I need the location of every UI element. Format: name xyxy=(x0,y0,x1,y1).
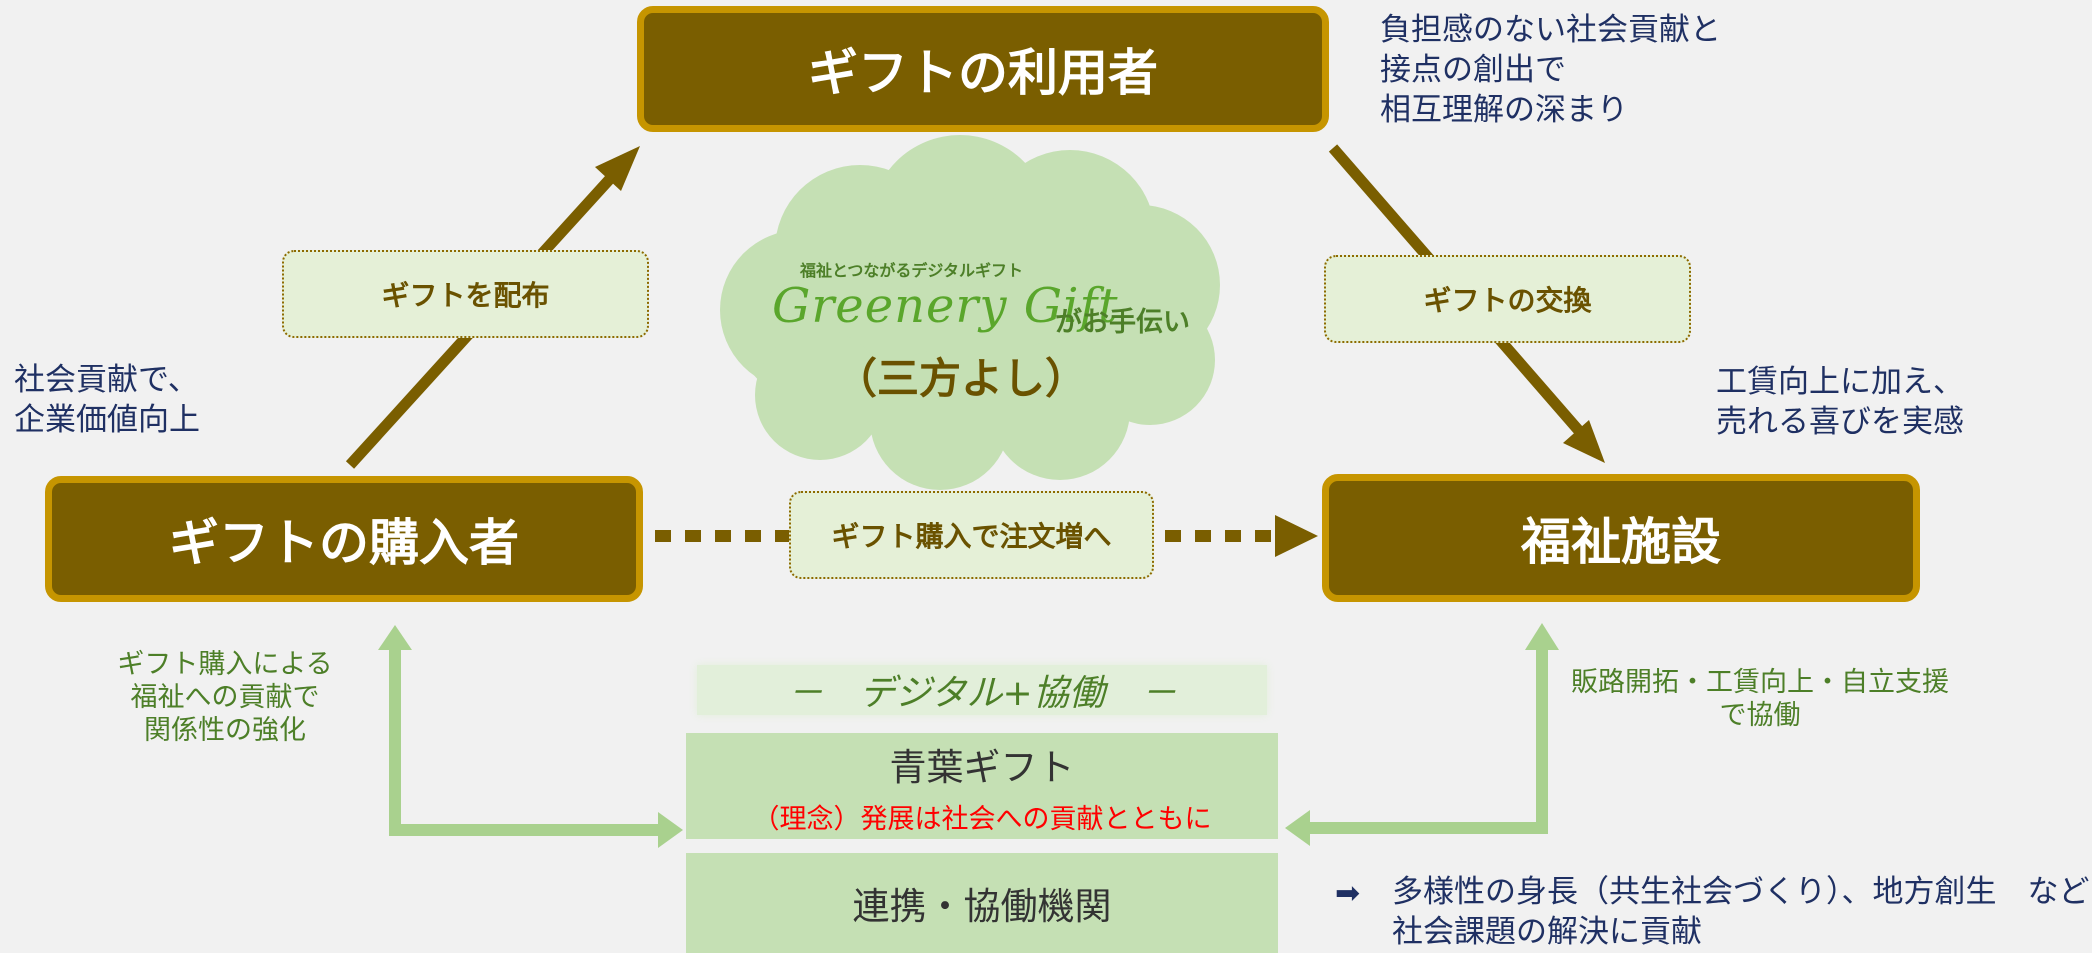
green-arrow-left xyxy=(389,650,665,836)
result-statement: 多様性の身長（共生社会づくり）、地方創生 など 社会課題の解決に貢献 xyxy=(1392,872,2090,952)
partners-block: 連携・協働機関 xyxy=(686,853,1278,953)
node-welfare-facility-label: 福祉施設 xyxy=(1521,513,1721,571)
green-arrowhead-left-right xyxy=(658,812,683,848)
node-welfare-facility: 福祉施設 xyxy=(1322,474,1920,602)
note-right-support-line: で協働 xyxy=(1719,700,1801,731)
cloud-helper: がお手伝い xyxy=(1055,307,1190,338)
cloud-sanpo: （三方よし） xyxy=(835,354,1088,403)
flow-distribute: ギフトを配布 xyxy=(282,250,649,338)
node-gift-purchaser-label: ギフトの購入者 xyxy=(169,514,519,572)
note-right-support-line: 販路開拓・工賃向上・自立支援 xyxy=(1571,667,1949,698)
arrowhead-purchaser-to-user xyxy=(595,146,640,191)
greenery-gift-logo: Greenery Gift xyxy=(772,278,1119,334)
note-left-support: ギフト購入による 福祉への貢献で 関係性の強化 xyxy=(100,648,350,747)
green-arrowhead-right-up xyxy=(1525,623,1559,650)
note-user-benefit-line: 接点の創出で xyxy=(1380,52,1566,88)
note-purchaser-benefit-line: 企業価値向上 xyxy=(14,402,200,438)
cloud-shape xyxy=(720,135,1220,490)
note-user-benefit-line: 負担感のない社会貢献と xyxy=(1380,12,1721,48)
flow-exchange-label: ギフトの交換 xyxy=(1423,284,1592,317)
note-left-support-line: 福祉への貢献で xyxy=(130,682,320,713)
flow-exchange: ギフトの交換 xyxy=(1324,255,1691,343)
aoba-gift-philosophy: （理念）発展は社会への貢献とともに xyxy=(752,803,1212,835)
note-right-support: 販路開拓・工賃向上・自立支援 で協働 xyxy=(1560,666,1960,732)
node-gift-purchaser: ギフトの購入者 xyxy=(45,476,643,602)
note-left-support-line: 関係性の強化 xyxy=(144,715,306,746)
note-user-benefit: 負担感のない社会貢献と 接点の創出で 相互理解の深まり xyxy=(1380,10,1721,130)
note-facility-benefit-line: 売れる喜びを実感 xyxy=(1716,404,1964,440)
note-facility-benefit-line: 工賃向上に加え、 xyxy=(1716,364,1964,400)
flow-order: ギフト購入で注文増へ xyxy=(789,491,1154,579)
arrowhead-user-to-facility xyxy=(1563,420,1605,463)
aoba-gift-name: 青葉ギフト xyxy=(889,745,1075,789)
flow-distribute-label: ギフトを配布 xyxy=(381,279,550,312)
digital-collab-banner: － デジタル+協働 － xyxy=(697,665,1267,715)
partners-label: 連携・協働機関 xyxy=(852,885,1112,928)
flow-order-label: ギフト購入で注文増へ xyxy=(831,520,1112,553)
green-arrowhead-left-up xyxy=(378,625,412,650)
result-arrow-icon: ➡ xyxy=(1335,876,1361,911)
node-gift-user-label: ギフトの利用者 xyxy=(808,44,1158,102)
note-facility-benefit: 工賃向上に加え、 売れる喜びを実感 xyxy=(1716,362,1964,442)
result-line: 社会課題の解決に貢献 xyxy=(1392,914,1702,950)
note-left-support-line: ギフト購入による xyxy=(117,649,333,680)
result-line: 多様性の身長（共生社会づくり）、地方創生 など xyxy=(1392,874,2090,910)
cloud-tagline: 福祉とつながるデジタルギフト xyxy=(800,261,1024,280)
aoba-gift-block: 青葉ギフト （理念）発展は社会への貢献とともに xyxy=(686,733,1278,839)
greenery-gift-logo-text: Greenery Gift xyxy=(772,278,1119,334)
digital-collab-banner-text: － デジタル+協働 － xyxy=(787,673,1177,714)
arrowhead-purchaser-to-facility xyxy=(1275,515,1318,557)
note-purchaser-benefit: 社会貢献で、 企業価値向上 xyxy=(14,360,200,440)
note-purchaser-benefit-line: 社会貢献で、 xyxy=(14,362,199,398)
green-arrowhead-right-left xyxy=(1285,810,1310,846)
node-gift-user: ギフトの利用者 xyxy=(637,6,1329,132)
green-arrow-right xyxy=(1305,650,1548,834)
note-user-benefit-line: 相互理解の深まり xyxy=(1380,92,1628,128)
